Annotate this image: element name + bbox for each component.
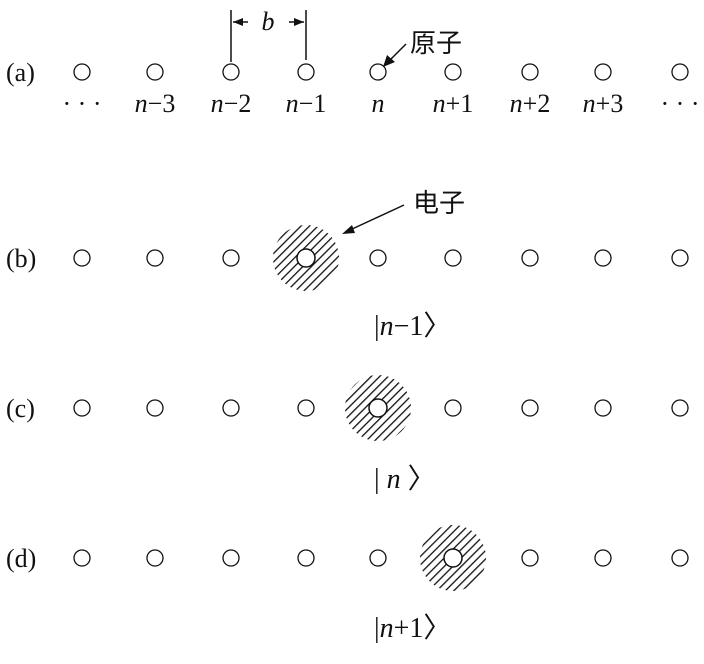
spacing-label: b	[262, 7, 275, 36]
electron-callout: 电子	[342, 189, 465, 234]
ket-offset	[401, 464, 408, 495]
row-label: (c)	[6, 394, 35, 423]
atom-circle	[671, 549, 689, 567]
row-d: (d) |n+1〉	[6, 525, 689, 644]
atom-circle	[222, 249, 240, 267]
site-offset: +1	[446, 89, 474, 118]
atom-circle	[73, 249, 91, 267]
site-label: n+1	[433, 89, 474, 118]
site-label: n+2	[510, 89, 551, 118]
site-index-n: n	[211, 89, 224, 118]
ket-n: n	[380, 613, 394, 644]
atom-circle	[521, 63, 539, 81]
site-index-n: n	[135, 89, 148, 118]
atom-circle	[443, 548, 463, 568]
atom-circle	[73, 399, 91, 417]
site-offset: +2	[523, 89, 551, 118]
ket-offset: −1	[394, 311, 424, 342]
site-label: n+3	[583, 89, 624, 118]
site-index-n: n	[583, 89, 596, 118]
atom-circle	[671, 63, 689, 81]
site-offset: −1	[299, 89, 327, 118]
site-label: n−2	[211, 89, 252, 118]
ket-offset: +1	[394, 613, 424, 644]
site-label: · · ·	[661, 89, 700, 118]
atom-circle	[594, 63, 612, 81]
ket-n: n	[380, 311, 394, 342]
atom-circle	[594, 399, 612, 417]
row-b: (b) |n−1〉	[6, 225, 689, 342]
atom-circle	[297, 399, 315, 417]
site-label: n−3	[135, 89, 176, 118]
row-label: (d)	[6, 544, 36, 573]
site-offset: · · ·	[661, 89, 700, 118]
atom-circle	[444, 249, 462, 267]
site-offset: +3	[596, 89, 624, 118]
site-index-n: n	[372, 89, 385, 118]
atom-circle	[297, 63, 315, 81]
atom-circle	[368, 398, 388, 418]
atom-circle	[521, 399, 539, 417]
site-index-n: n	[286, 89, 299, 118]
atom-circle	[146, 249, 164, 267]
atom-circle	[222, 399, 240, 417]
ket-bracket: 〉	[423, 310, 451, 342]
atom-circle	[146, 63, 164, 81]
atom-circle	[671, 399, 689, 417]
atom-circle	[521, 249, 539, 267]
atom-circle	[73, 549, 91, 567]
state-ket: | n 〉	[374, 463, 436, 495]
site-offset: −2	[224, 89, 252, 118]
atom-label: 原子	[410, 29, 462, 59]
site-label: n−1	[286, 89, 327, 118]
site-index-n: n	[433, 89, 446, 118]
electron-label: 电子	[413, 189, 465, 219]
site-index-n: n	[510, 89, 523, 118]
atom-circle	[369, 249, 387, 267]
atom-circle	[444, 63, 462, 81]
atom-circle	[444, 399, 462, 417]
state-ket: |n−1〉	[374, 310, 451, 342]
atom-circle	[73, 63, 91, 81]
atom-circle	[296, 248, 316, 268]
atom-circle	[369, 549, 387, 567]
row-label: (b)	[6, 244, 36, 273]
lattice-spacing-dimension: b	[230, 7, 307, 62]
atom-circle	[594, 549, 612, 567]
ket-bracket: 〉	[423, 612, 451, 644]
atom-circle	[146, 549, 164, 567]
ket-bracket: 〉	[408, 463, 436, 495]
atom-circle	[369, 63, 387, 81]
ket-n: n	[387, 464, 401, 495]
atom-circle	[594, 249, 612, 267]
site-offset: · · ·	[63, 89, 102, 118]
ket-bar: |	[374, 613, 380, 644]
atom-circle	[146, 399, 164, 417]
atom-circle	[222, 549, 240, 567]
site-label: · · ·	[63, 89, 102, 118]
atom-circle	[521, 549, 539, 567]
site-label: n	[372, 89, 385, 118]
atom-circle	[297, 549, 315, 567]
atom-circle	[671, 249, 689, 267]
ket-bar: |	[374, 311, 380, 342]
site-offset: −3	[148, 89, 176, 118]
row-label: (a)	[6, 58, 35, 87]
ket-bar: |	[374, 464, 387, 495]
atom-circle	[222, 63, 240, 81]
atom-callout: 原子	[383, 29, 462, 67]
state-ket: |n+1〉	[374, 612, 451, 644]
row-c: (c) | n 〉	[6, 375, 689, 495]
